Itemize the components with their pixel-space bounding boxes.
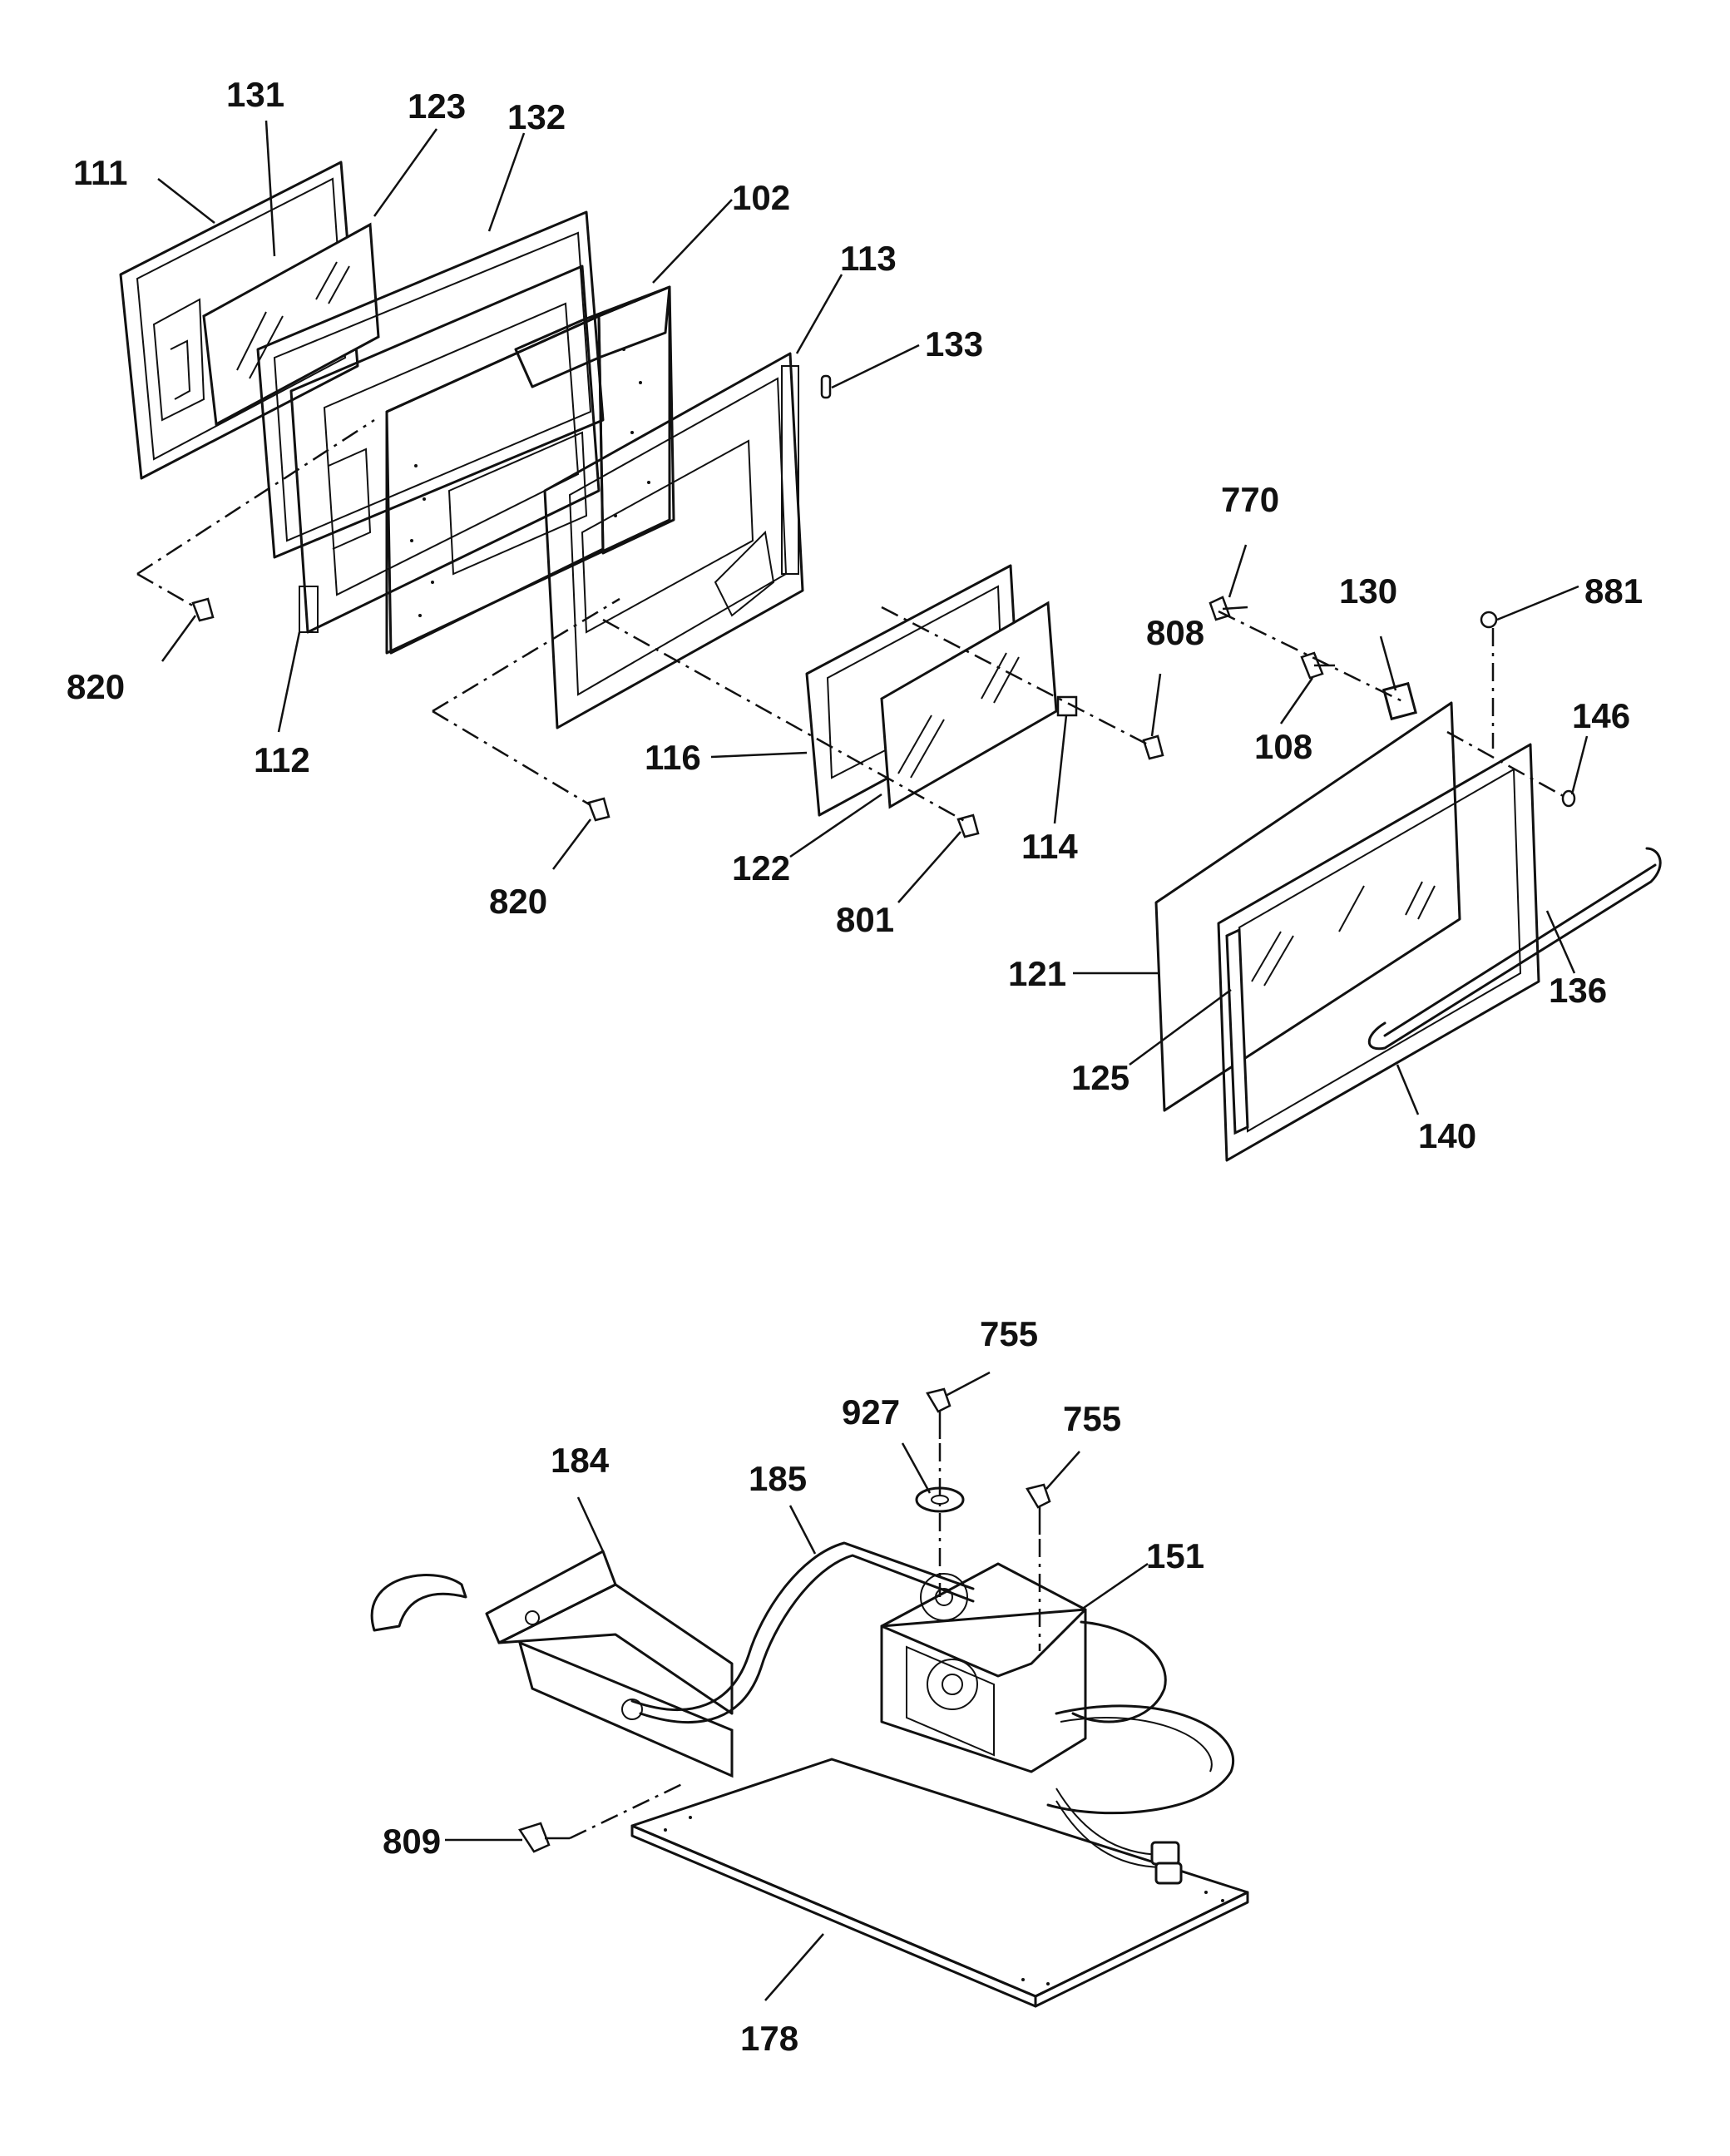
label-116: 116 (645, 738, 701, 777)
label-146: 146 (1572, 696, 1630, 735)
label-112: 112 (254, 740, 310, 779)
part-123-inner-glass (202, 222, 380, 427)
label-185: 185 (749, 1459, 807, 1498)
part-114-clip (1056, 695, 1078, 717)
label-122: 122 (732, 848, 790, 888)
label-801: 801 (836, 900, 894, 939)
screw-820-upper (191, 597, 215, 622)
latch-assembly (370, 1387, 1249, 2008)
screw-108 (1300, 651, 1335, 680)
label-151: 151 (1146, 1536, 1204, 1575)
part-136-handle (1367, 847, 1662, 1051)
label-133: 133 (925, 324, 983, 363)
label-114: 114 (1021, 827, 1078, 866)
label-132: 132 (507, 97, 566, 136)
leader-lines (157, 120, 1589, 2001)
part-133-clip (820, 374, 832, 399)
label-820-upper: 820 (67, 667, 125, 706)
screw-755-left (926, 1387, 952, 1439)
label-123: 123 (408, 87, 466, 126)
label-125: 125 (1071, 1058, 1129, 1097)
label-136: 136 (1549, 971, 1607, 1010)
screw-755-right (1026, 1483, 1051, 1535)
label-820-lower: 820 (489, 882, 547, 921)
door-assembly (119, 161, 1662, 1162)
label-770: 770 (1221, 480, 1279, 519)
part-140-trim-frame (1217, 743, 1540, 1162)
screw-808 (1142, 734, 1164, 760)
screw-820-lower (587, 797, 610, 822)
label-881: 881 (1584, 571, 1643, 611)
connector-upper (1150, 1841, 1180, 1866)
label-121: 121 (1008, 954, 1066, 993)
part-178-plate (630, 1758, 1249, 2008)
part-185-rod (630, 1541, 975, 1723)
part-130-block (1382, 681, 1417, 721)
label-184: 184 (551, 1441, 610, 1480)
label-130: 130 (1339, 571, 1397, 611)
part-122-window-glass (880, 601, 1058, 809)
part-113-door-frame (543, 352, 804, 729)
label-140: 140 (1418, 1116, 1476, 1155)
screw-881 (1480, 611, 1498, 629)
label-755-right: 755 (1063, 1399, 1121, 1438)
part-146-plug (1561, 789, 1576, 808)
label-102: 102 (732, 178, 790, 217)
label-809: 809 (383, 1822, 441, 1861)
part-184-hook-bracket (370, 1550, 734, 1778)
part-102-insulation (385, 285, 675, 655)
screw-809 (518, 1822, 570, 1853)
label-808: 808 (1146, 613, 1204, 652)
label-178: 178 (740, 2019, 798, 2058)
part-111-door-panel (119, 161, 359, 480)
label-111: 111 (73, 153, 127, 192)
label-108: 108 (1254, 727, 1312, 766)
label-131: 131 (226, 75, 284, 114)
part-112-door-liner (289, 265, 601, 634)
label-927: 927 (842, 1392, 900, 1432)
callout-labels: 111 131 123 132 102 113 133 770 130 881 … (67, 75, 1643, 2058)
label-113: 113 (840, 239, 897, 278)
connector-lower (1154, 1862, 1183, 1885)
wire-harness (1055, 1788, 1183, 1885)
part-151-motor (880, 1562, 1234, 1815)
label-755-top: 755 (980, 1314, 1038, 1353)
